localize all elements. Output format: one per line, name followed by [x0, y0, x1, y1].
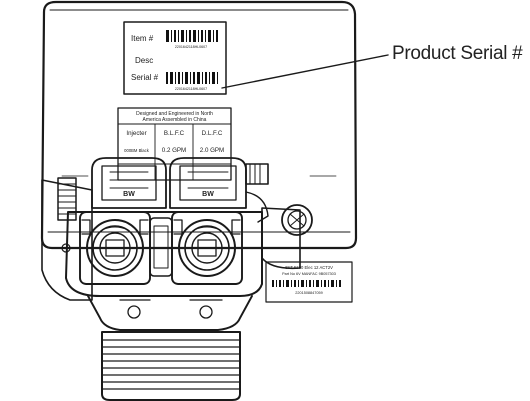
left-bracket [41, 179, 93, 301]
side-label-line-2: Part No 6V MANFAC 9B057303 [282, 272, 336, 276]
callout-leader [221, 54, 389, 89]
barcode-number-1: 2201642118HL0607 [175, 45, 207, 49]
origin-line-1: Designed and Engineered in North [136, 111, 213, 117]
col-blfc: B.L.F.C [164, 130, 185, 137]
dlfc-value: 2.0 GPM [200, 147, 224, 154]
blfc-value: 0.2 GPM [162, 147, 186, 154]
barcode-number-2: 2201642118HL0607 [175, 87, 207, 91]
valve-body [65, 211, 263, 297]
item-barcode [166, 30, 218, 42]
serial-label: Serial # [131, 73, 159, 82]
injector-value: 000BM Black [124, 148, 150, 153]
valve-marking-left: BW [123, 191, 135, 198]
spec-label [117, 107, 232, 181]
left-upper-port [91, 157, 167, 209]
side-label [265, 261, 353, 303]
item-label: Item # [131, 34, 154, 43]
drain-barb [245, 163, 269, 185]
item-serial-label [123, 21, 227, 95]
col-injector: Injecter [126, 130, 146, 137]
side-barcode [272, 280, 341, 287]
desc-label: Desc [135, 56, 153, 65]
origin-line-2: America Assembled in China [143, 117, 207, 123]
left-port-opening [86, 219, 144, 277]
product-serial-callout: Product Serial # [392, 43, 523, 64]
serial-barcode [166, 72, 218, 84]
threaded-base [101, 331, 241, 401]
right-port-housing [171, 211, 243, 285]
col-dlfc: D.L.F.C [202, 130, 223, 137]
right-port-opening [178, 219, 236, 277]
valve-marking-right: BW [202, 191, 214, 198]
lower-body [87, 295, 253, 331]
side-barcode-number: 2201508847059 [295, 291, 322, 295]
side-label-line-1: 6NT 5600 Elec 12 ACT2V [285, 265, 333, 270]
bypass-knob [281, 204, 313, 236]
valve-cover [40, 0, 358, 250]
